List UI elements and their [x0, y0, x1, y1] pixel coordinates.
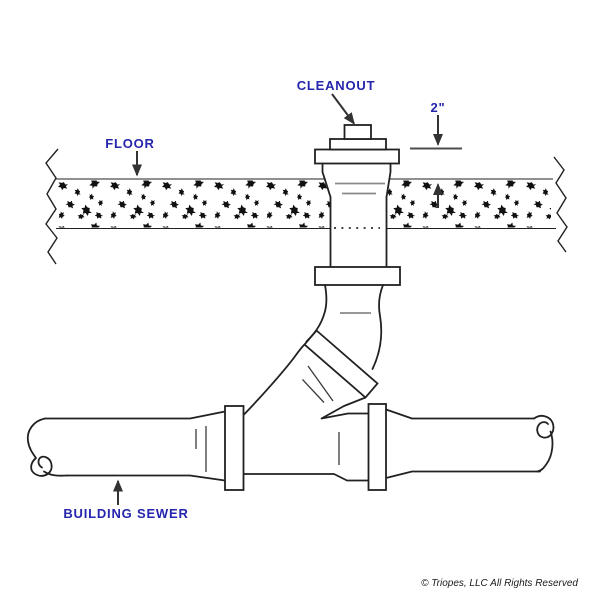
dimension-label: 2" — [431, 100, 446, 115]
branch-hub-band — [303, 329, 379, 399]
floor-label: FLOOR — [105, 136, 155, 151]
pipe-break-curl-right — [533, 414, 555, 473]
break-line-right — [553, 156, 568, 253]
sewer-pipe-left — [26, 410, 226, 482]
branch-wall-upper — [242, 343, 306, 417]
left-pipe-top — [44, 410, 226, 420]
riser-wall-right — [385, 162, 392, 269]
cleanout-flange — [314, 148, 400, 165]
body-bottom-line — [242, 473, 370, 482]
wye-body — [242, 432, 370, 482]
bend-wall-right — [371, 284, 384, 370]
riser-through-floor — [322, 167, 391, 240]
floor-concrete-speckle — [57, 180, 551, 228]
floor-slab — [45, 148, 568, 265]
annotations: CLEANOUT FLOOR 2" BUILDING SEWER — [63, 78, 462, 521]
branch-wall-lower-beak — [320, 396, 370, 420]
hub-band-left — [224, 405, 245, 491]
cleanout-cap — [329, 138, 387, 151]
copyright-text: © Triopes, LLC All Rights Reserved — [421, 578, 578, 589]
cleanout-riser — [321, 162, 392, 269]
cleanout-plug — [343, 124, 372, 140]
left-pipe-bottom — [66, 474, 226, 482]
hub-band-right — [367, 403, 387, 491]
wye-branch — [242, 343, 370, 420]
cleanout-fitting — [314, 124, 400, 165]
pipe-break-curl-left — [26, 417, 68, 477]
cleanout-label: CLEANOUT — [297, 78, 376, 93]
branch-socket-mark-2 — [302, 379, 325, 403]
riser-wall-left — [321, 162, 332, 269]
right-pipe-bottom — [385, 470, 541, 479]
sewer-pipe-right — [385, 408, 555, 479]
break-line-left — [45, 148, 59, 265]
right-pipe-top — [385, 408, 535, 420]
branch-socket-mark-1 — [307, 365, 334, 402]
building-sewer-label: BUILDING SEWER — [63, 506, 188, 521]
riser-coupling — [314, 266, 401, 286]
cleanout-arrow — [331, 93, 355, 125]
